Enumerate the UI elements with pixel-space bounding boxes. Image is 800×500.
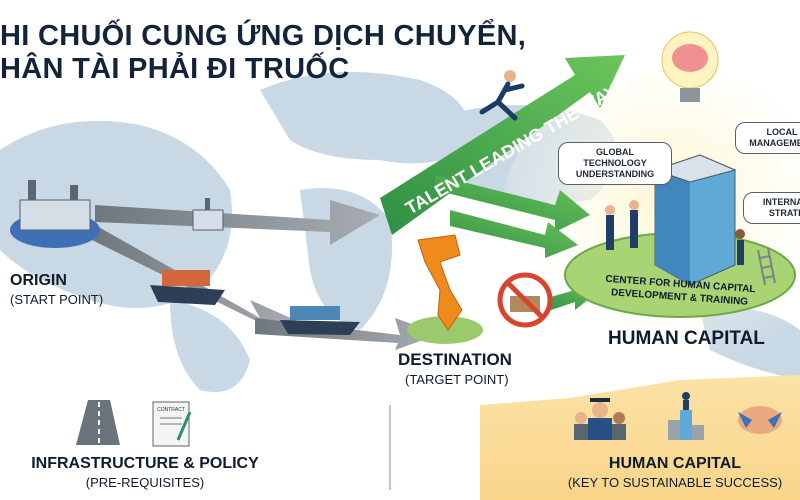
human-capital-subtitle: (KEY TO SUSTAINABLE SUCCESS) [567,475,783,490]
bubble-line: MANAGEMENT [749,138,800,148]
human-capital-heading: HUMAN CAPITAL [608,328,765,349]
origin-label: ORIGIN [10,272,67,289]
lightbulb-brain-icon [661,31,719,102]
no-factory-icon [497,272,553,328]
page-title: HI CHUỐI CUNG ỨNG DỊCH CHUYỂN, HÂN TÀI P… [0,20,526,86]
infrastructure-policy-title: INFRASTRUCTURE & POLICY [31,455,259,472]
human-capital-panel [480,375,800,500]
bubble-global-technology: GLOBAL TECHNOLOGY UNDERSTANDING [558,142,672,185]
office-tower-icon [653,154,737,286]
destination-sublabel: (TARGET POINT) [405,372,509,387]
factory-icon [10,180,100,248]
vietnam-map-icon [417,234,463,331]
graduates-icon [574,398,626,440]
bubble-line: LOCAL [766,127,798,137]
destination-platform [407,316,483,344]
bubble-international-strategy: INTERNATIO STRATEG [743,192,800,224]
bubble-line: STRATEG [768,208,800,218]
contract-icon: CONTRACT [152,401,192,447]
podium-icon [668,392,704,440]
title-line-2: HÂN TÀI PHẢI ĐI TRUỐC [0,53,350,85]
cargo-ship-icon [150,270,225,305]
road-icon [76,400,120,445]
infrastructure-policy-subtitle: (PRE-REQUISITES) [85,475,205,490]
people-icon [605,200,745,265]
bubble-line: INTERNATIO [762,197,800,207]
runner-icon [479,70,525,121]
ladder-icon [757,247,776,286]
talent-arrows [380,55,625,312]
handshake-icon [738,406,782,434]
small-factory-icon [192,198,224,231]
contract-label: CONTRACT [157,407,185,413]
bubble-local-management: LOCAL MANAGEMENT [735,122,800,154]
origin-sublabel: (START POINT) [10,292,104,307]
cargo-ship-icon [280,306,360,335]
title-line-1: HI CHUỐI CUNG ỨNG DỊCH CHUYỂN, [0,20,527,52]
human-capital-title: HUMAN CAPITAL [608,455,742,472]
destination-label: DESTINATION [398,350,512,369]
